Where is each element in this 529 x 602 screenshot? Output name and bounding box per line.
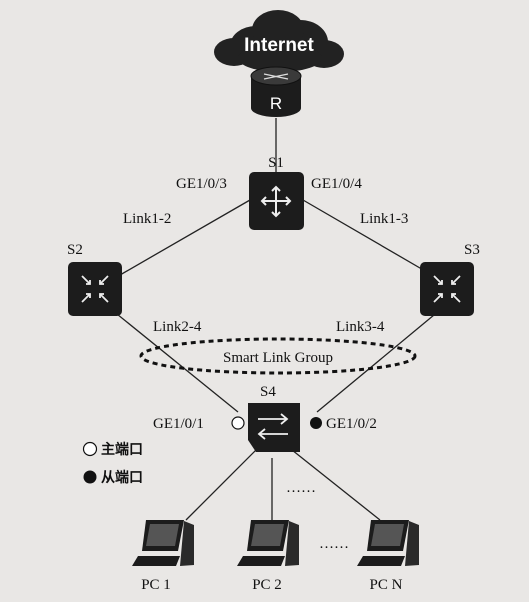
pc-2-label: PC 2 (252, 577, 282, 593)
smart-link-group-ellipse (139, 337, 417, 375)
s4-port-left-label: GE1/0/1 (153, 416, 204, 432)
s4-label: S4 (260, 384, 276, 400)
line-s4-pc1 (185, 449, 257, 521)
pc-1-icon (132, 520, 194, 566)
router-icon (251, 76, 301, 117)
s3-label: S3 (464, 242, 480, 258)
legend-master-label: 主端口 (101, 441, 143, 458)
link-1-3-label: Link1-3 (360, 211, 408, 227)
s2-label: S2 (67, 242, 83, 258)
s1-port-left-label: GE1/0/3 (176, 176, 227, 192)
pc-n-icon (357, 520, 419, 566)
line-ellipsis: …… (286, 480, 316, 496)
line-s1-s3 (302, 199, 433, 276)
legend-slave-icon (83, 470, 97, 484)
smart-link-group-label: Smart Link Group (223, 350, 333, 366)
line-s4-pcn (291, 449, 381, 521)
s4-port-right-label: GE1/0/2 (326, 416, 377, 432)
link-3-4-label: Link3-4 (336, 319, 385, 335)
switch-s4-icon (248, 403, 300, 452)
link-2-4-label: Link2-4 (153, 319, 202, 335)
router-label: R (270, 94, 282, 113)
link-1-2-label: Link1-2 (123, 211, 171, 227)
s1-label: S1 (268, 155, 284, 171)
internet-cloud-icon: Internet (214, 10, 344, 72)
legend-slave-label: 从端口 (101, 469, 143, 486)
switch-s3-icon (420, 262, 474, 316)
switch-s2 (68, 262, 122, 316)
master-port-marker (231, 416, 245, 430)
switch-s3 (420, 262, 474, 316)
line-s3-s4 (316, 309, 441, 413)
switch-s2-icon (68, 262, 122, 316)
connection-lines (111, 118, 441, 521)
switch-s1 (249, 172, 304, 230)
legend-master-icon (82, 441, 98, 457)
line-s1-s2 (119, 199, 251, 276)
internet-label: Internet (244, 35, 314, 56)
pc-2-icon (237, 520, 299, 566)
legend: 主端口 从端口 (82, 441, 143, 486)
s1-port-right-label: GE1/0/4 (311, 176, 362, 192)
pc-n-label: PC N (370, 577, 403, 593)
router: R (250, 66, 302, 117)
pc-1-label: PC 1 (141, 577, 171, 593)
slave-port-marker (310, 417, 322, 429)
line-s2-s4 (111, 309, 239, 413)
switch-s4 (248, 403, 300, 452)
pc-ellipsis: …… (319, 536, 349, 552)
